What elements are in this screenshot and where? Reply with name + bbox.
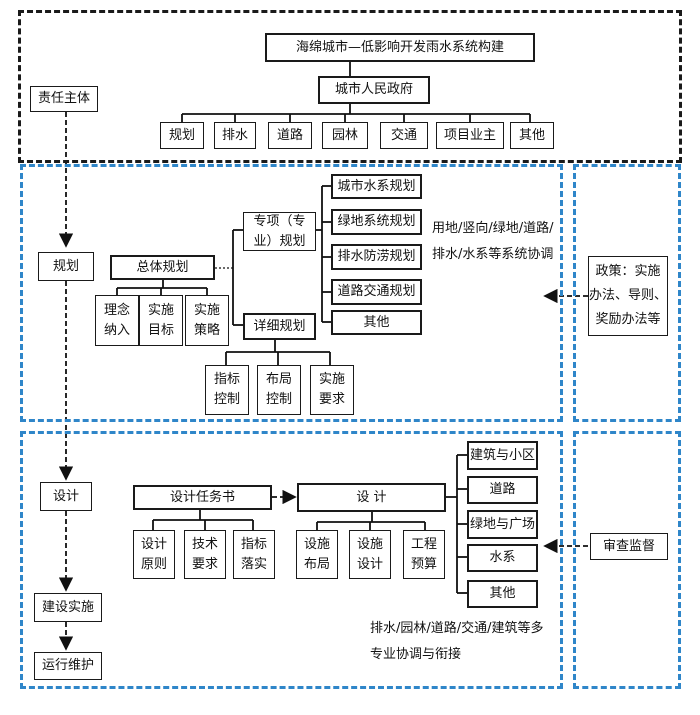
task-child-principles: 设计 原则 bbox=[133, 530, 175, 579]
policy-frame bbox=[573, 164, 681, 422]
dept-drainage: 排水 bbox=[214, 122, 256, 149]
special-child-water-system: 城市水系规划 bbox=[331, 174, 422, 199]
master-plan-box: 总体规划 bbox=[110, 255, 215, 280]
master-child-targets: 实施 目标 bbox=[139, 295, 183, 346]
supervision-box: 审查监督 bbox=[590, 533, 668, 560]
task-book-box: 设计任务书 bbox=[133, 485, 272, 510]
special-child-roads: 道路交通规划 bbox=[331, 279, 422, 305]
category-other: 其他 bbox=[467, 580, 538, 608]
detailed-plan-box: 详细规划 bbox=[243, 313, 316, 340]
responsible-box: 责任主体 bbox=[30, 86, 98, 112]
detailed-child-indicators: 指标 控制 bbox=[205, 365, 249, 415]
special-child-green-space: 绿地系统规划 bbox=[331, 209, 422, 235]
planning-coordination-note: 用地/竖向/绿地/道路/ 排水/水系等系统协调 bbox=[432, 221, 554, 262]
policy-box: 政策：实施 办法、导则、 奖励办法等 bbox=[588, 256, 668, 336]
detailed-child-layout: 布局 控制 bbox=[257, 365, 301, 415]
planning-frame bbox=[20, 164, 563, 422]
special-child-drainage: 排水防涝规划 bbox=[331, 244, 422, 270]
detailed-child-requirements: 实施 要求 bbox=[310, 365, 354, 415]
dept-landscape: 园林 bbox=[322, 122, 368, 149]
design-child-facility: 设施 设计 bbox=[349, 530, 391, 579]
design-child-layout: 设施 布局 bbox=[296, 530, 338, 579]
category-water: 水系 bbox=[467, 544, 538, 572]
task-child-indicators: 指标 落实 bbox=[233, 530, 275, 579]
design-box: 设 计 bbox=[297, 483, 446, 512]
master-child-concept: 理念 纳入 bbox=[95, 295, 139, 346]
category-roads: 道路 bbox=[467, 476, 538, 504]
governance-frame bbox=[18, 10, 682, 163]
flow-planning-box: 规划 bbox=[38, 252, 94, 281]
dept-other: 其他 bbox=[510, 122, 554, 149]
category-buildings: 建筑与小区 bbox=[467, 441, 538, 470]
diagram-title: 海绵城市—低影响开发雨水系统构建 bbox=[265, 33, 535, 62]
dept-transport: 交通 bbox=[380, 122, 428, 149]
special-plan-box: 专项（专 业）规划 bbox=[243, 212, 316, 251]
task-child-technical: 技术 要求 bbox=[184, 530, 226, 579]
supervision-frame bbox=[573, 431, 681, 689]
category-green-plaza: 绿地与广场 bbox=[467, 510, 538, 539]
design-frame bbox=[20, 431, 563, 689]
dept-planning: 规划 bbox=[160, 122, 204, 149]
flow-construction-box: 建设实施 bbox=[34, 593, 102, 622]
special-child-other: 其他 bbox=[331, 310, 422, 335]
design-coordination-note: 排水/园林/道路/交通/建筑等多 专业协调与衔接 bbox=[370, 621, 544, 662]
flow-operation-box: 运行维护 bbox=[34, 652, 102, 680]
government-box: 城市人民政府 bbox=[318, 76, 430, 104]
dept-project-owner: 项目业主 bbox=[436, 122, 504, 149]
design-child-budget: 工程 预算 bbox=[403, 530, 445, 579]
master-child-strategy: 实施 策略 bbox=[185, 295, 229, 346]
flow-design-box: 设计 bbox=[40, 482, 92, 511]
dept-roads: 道路 bbox=[268, 122, 312, 149]
